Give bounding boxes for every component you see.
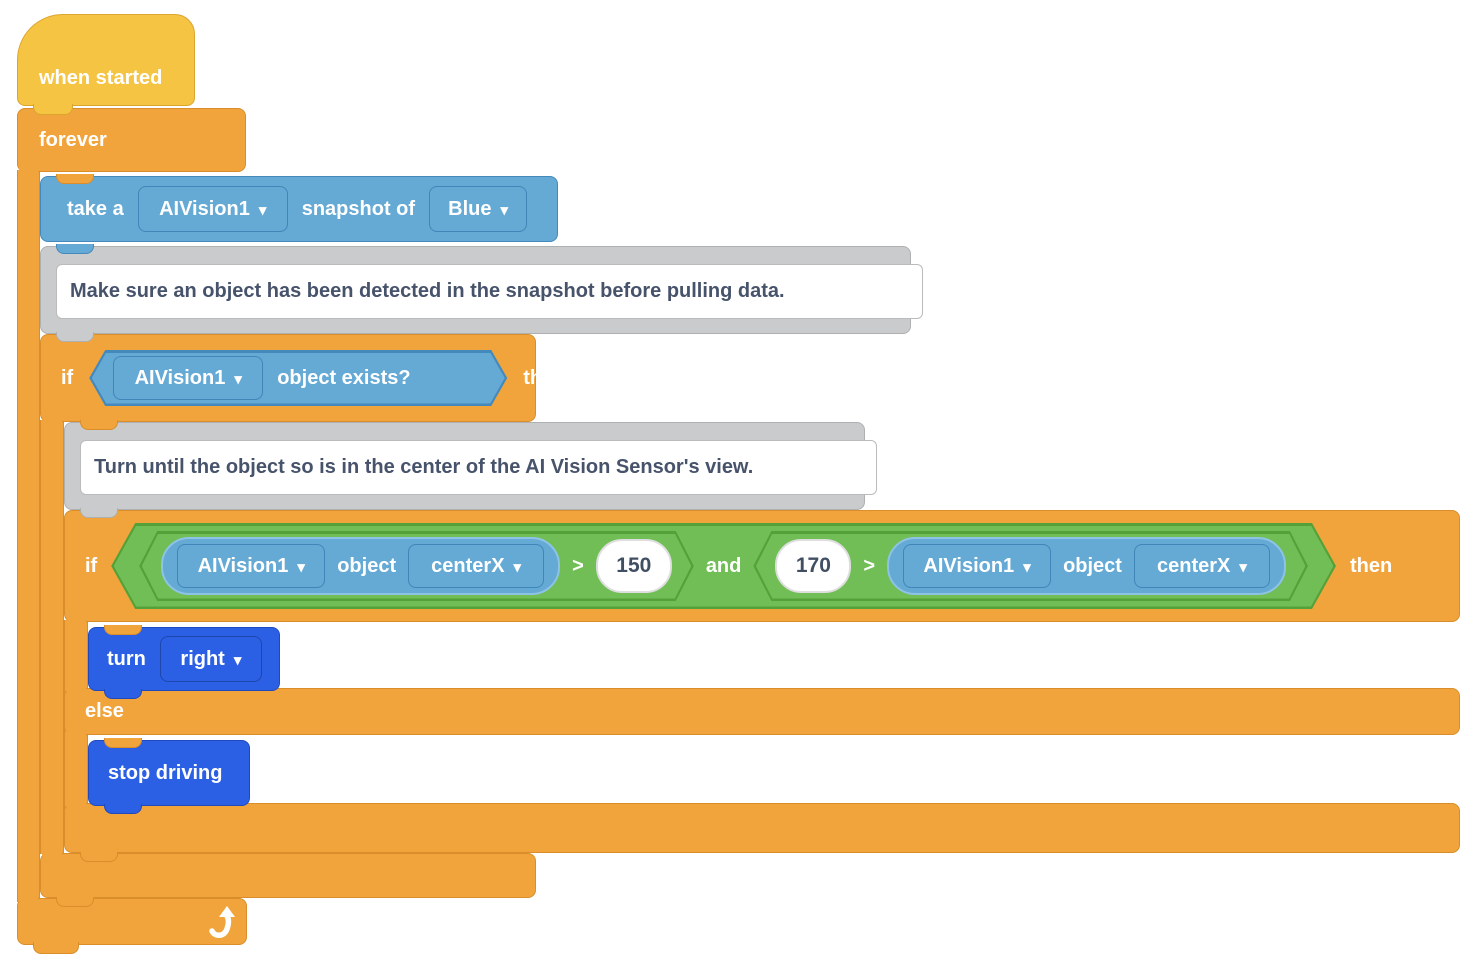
turn-direction-value: right: [180, 647, 225, 670]
seam-patch: [42, 419, 62, 425]
centerx-greater-150-condition[interactable]: AIVision1 ▾ object centerX ▾ > 150: [139, 531, 694, 601]
centerx-reporter[interactable]: AIVision1 ▾ object centerX ▾: [887, 537, 1286, 595]
puzzle-notch: [56, 174, 94, 184]
greater-than-operator: >: [863, 554, 876, 577]
comment-text: Turn until the object so is in the cente…: [94, 456, 754, 478]
sensor-dropdown-value: AIVision1: [923, 554, 1015, 577]
object-exists-condition[interactable]: AIVision1 ▾ object exists?: [89, 350, 507, 406]
puzzle-notch: [56, 332, 94, 342]
if-exists-bottom-arm[interactable]: [40, 853, 536, 898]
comment-block[interactable]: Make sure an object has been detected in…: [40, 246, 923, 334]
seam-patch: [19, 896, 38, 902]
puzzle-notch: [80, 420, 118, 430]
if-centered-block[interactable]: if AIVision1 ▾ object centerX ▾ > 150: [64, 510, 1460, 622]
turn-direction-dropdown[interactable]: right ▾: [159, 636, 262, 682]
sensor-dropdown[interactable]: AIVision1 ▾: [137, 186, 288, 232]
number-value: 170: [795, 554, 831, 577]
and-keyword: and: [705, 554, 742, 577]
object-label: object: [337, 554, 397, 577]
puzzle-notch: [104, 738, 142, 748]
forever-left-column: [17, 170, 40, 902]
take-snapshot-block[interactable]: take a AIVision1 ▾ snapshot of Blue ▾: [40, 176, 558, 242]
170-greater-centerx-condition[interactable]: 170 > AIVision1 ▾ object centerX ▾: [753, 531, 1308, 601]
property-dropdown-value: centerX: [1157, 554, 1231, 577]
seam-patch: [19, 167, 38, 174]
chevron-down-icon: ▾: [513, 558, 522, 576]
forever-block[interactable]: forever: [17, 108, 246, 172]
sensor-dropdown[interactable]: AIVision1 ▾: [903, 544, 1052, 588]
puzzle-notch: [80, 508, 118, 518]
if-else-bottom-arm[interactable]: [64, 803, 1460, 853]
greater-than-operator: >: [572, 554, 584, 577]
sensor-dropdown-value: AIVision1: [197, 554, 289, 577]
property-dropdown-value: centerX: [431, 554, 505, 577]
comment-text-area[interactable]: Turn until the object so is in the cente…: [80, 440, 877, 495]
and-condition[interactable]: AIVision1 ▾ object centerX ▾ > 150 and: [111, 523, 1336, 609]
puzzle-notch: [104, 625, 142, 635]
when-started-block[interactable]: when started: [17, 14, 195, 106]
puzzle-tab: [33, 104, 73, 115]
seam-patch: [42, 851, 62, 856]
else-arm[interactable]: else: [64, 688, 1460, 735]
forever-label: forever: [39, 128, 107, 151]
seam-patch: [66, 687, 86, 691]
snapshot-of-label: snapshot of: [301, 197, 416, 220]
chevron-down-icon: ▾: [297, 558, 305, 576]
then-keyword: then: [1349, 554, 1393, 577]
puzzle-notch: [56, 244, 94, 254]
loop-arrow-icon: [209, 906, 235, 938]
stop-driving-block[interactable]: stop driving: [88, 740, 250, 806]
if-keyword: if: [61, 366, 74, 389]
turn-block[interactable]: turn right ▾: [88, 627, 280, 691]
if-exists-left-column: [40, 420, 64, 854]
object-label: object: [1063, 554, 1122, 577]
if-object-exists-block[interactable]: if AIVision1 ▾ object exists? then: [40, 334, 565, 422]
chevron-down-icon: ▾: [1023, 558, 1031, 576]
object-exists-label: object exists?: [277, 366, 411, 389]
puzzle-tab: [104, 689, 142, 699]
puzzle-notch: [80, 852, 118, 862]
puzzle-tab: [104, 804, 142, 814]
signature-dropdown-value: Blue: [448, 197, 492, 220]
then-keyword: then: [523, 366, 566, 389]
when-started-label: when started: [39, 67, 163, 89]
number-input[interactable]: 150: [595, 539, 672, 593]
forever-bottom-arm[interactable]: [17, 898, 247, 945]
puzzle-tab: [33, 942, 79, 954]
comment-block[interactable]: Turn until the object so is in the cente…: [64, 422, 877, 510]
sensor-dropdown[interactable]: AIVision1 ▾: [177, 544, 326, 588]
chevron-down-icon: ▾: [258, 201, 267, 219]
seam-patch: [66, 731, 86, 736]
stop-driving-label: stop driving: [108, 761, 223, 784]
if-keyword: if: [85, 554, 98, 577]
comment-text: Make sure an object has been detected in…: [70, 280, 785, 302]
number-value: 150: [616, 554, 652, 577]
comment-text-area[interactable]: Make sure an object has been detected in…: [56, 264, 923, 319]
sensor-dropdown-value: AIVision1: [159, 197, 250, 220]
take-a-label: take a: [67, 197, 124, 220]
property-dropdown[interactable]: centerX ▾: [408, 544, 545, 588]
sensor-dropdown-value: AIVision1: [134, 366, 226, 389]
seam-patch: [66, 619, 86, 625]
seam-patch: [66, 802, 86, 806]
property-dropdown[interactable]: centerX ▾: [1133, 544, 1270, 588]
chevron-down-icon: ▾: [234, 370, 242, 388]
chevron-down-icon: ▾: [233, 651, 242, 669]
chevron-down-icon: ▾: [1239, 558, 1247, 576]
centerx-reporter[interactable]: AIVision1 ▾ object centerX ▾: [161, 537, 561, 595]
else-keyword: else: [85, 700, 124, 722]
puzzle-notch: [56, 897, 94, 907]
number-input[interactable]: 170: [775, 539, 852, 593]
turn-label: turn: [107, 647, 146, 670]
sensor-dropdown[interactable]: AIVision1 ▾: [113, 356, 264, 400]
chevron-down-icon: ▾: [500, 201, 508, 219]
signature-dropdown[interactable]: Blue ▾: [429, 186, 528, 232]
